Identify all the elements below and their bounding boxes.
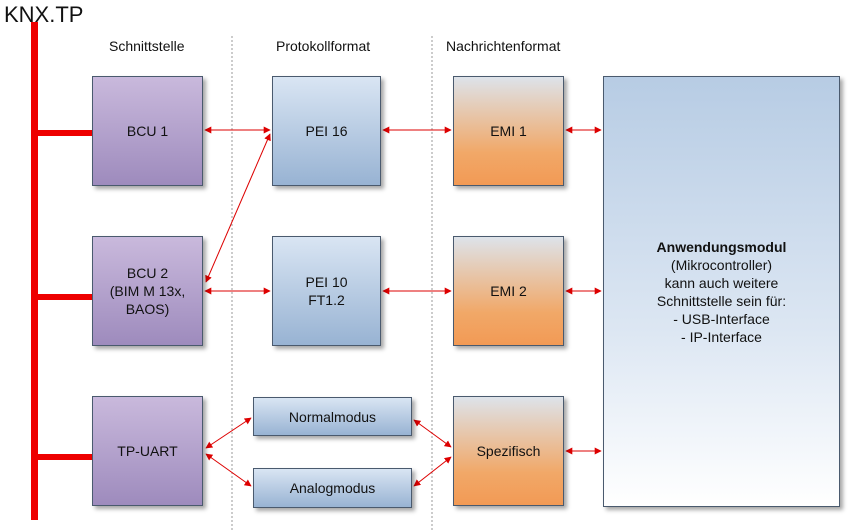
arrow-analogmodus-spezifisch: [413, 456, 452, 487]
app-module-description: (Mikrocontroller) kann auch weitere Schn…: [656, 256, 787, 345]
protocol-pei10: PEI 10 FT1.2: [272, 236, 381, 346]
arrow-bcu2-pei16: [205, 133, 271, 283]
interface-tpuart: TP-UART: [92, 396, 203, 506]
bus-branch-bcu1: [34, 130, 92, 136]
diagram-title: KNX.TP: [4, 2, 84, 27]
protocol-analogmodus: Analogmodus: [253, 468, 412, 508]
message-spezifisch: Spezifisch: [453, 396, 564, 506]
protocol-normalmodus: Normalmodus: [253, 397, 412, 436]
arrow-normalmodus-spezifisch: [413, 419, 452, 448]
app-module-title: Anwendungsmodul: [656, 238, 787, 255]
arrow-tpuart-analogmodus: [205, 453, 252, 487]
bus-branch-bcu2: [34, 294, 92, 300]
interface-bcu2: BCU 2 (BIM M 13x, BAOS): [92, 236, 203, 346]
message-emi1: EMI 1: [453, 76, 564, 186]
column-header-nachrichtenformat: Nachrichtenformat: [446, 38, 561, 54]
arrow-tpuart-normalmodus: [205, 417, 252, 449]
knx-bus-line: [31, 22, 38, 520]
column-header-schnittstelle: Schnittstelle: [109, 38, 185, 54]
interface-bcu1: BCU 1: [92, 76, 203, 186]
message-emi2: EMI 2: [453, 236, 564, 346]
bus-branch-tpuart: [34, 454, 92, 460]
protocol-pei16: PEI 16: [272, 76, 381, 186]
app-module: Anwendungsmodul (Mikrocontroller) kann a…: [603, 76, 840, 507]
column-header-protokollformat: Protokollformat: [276, 38, 371, 54]
